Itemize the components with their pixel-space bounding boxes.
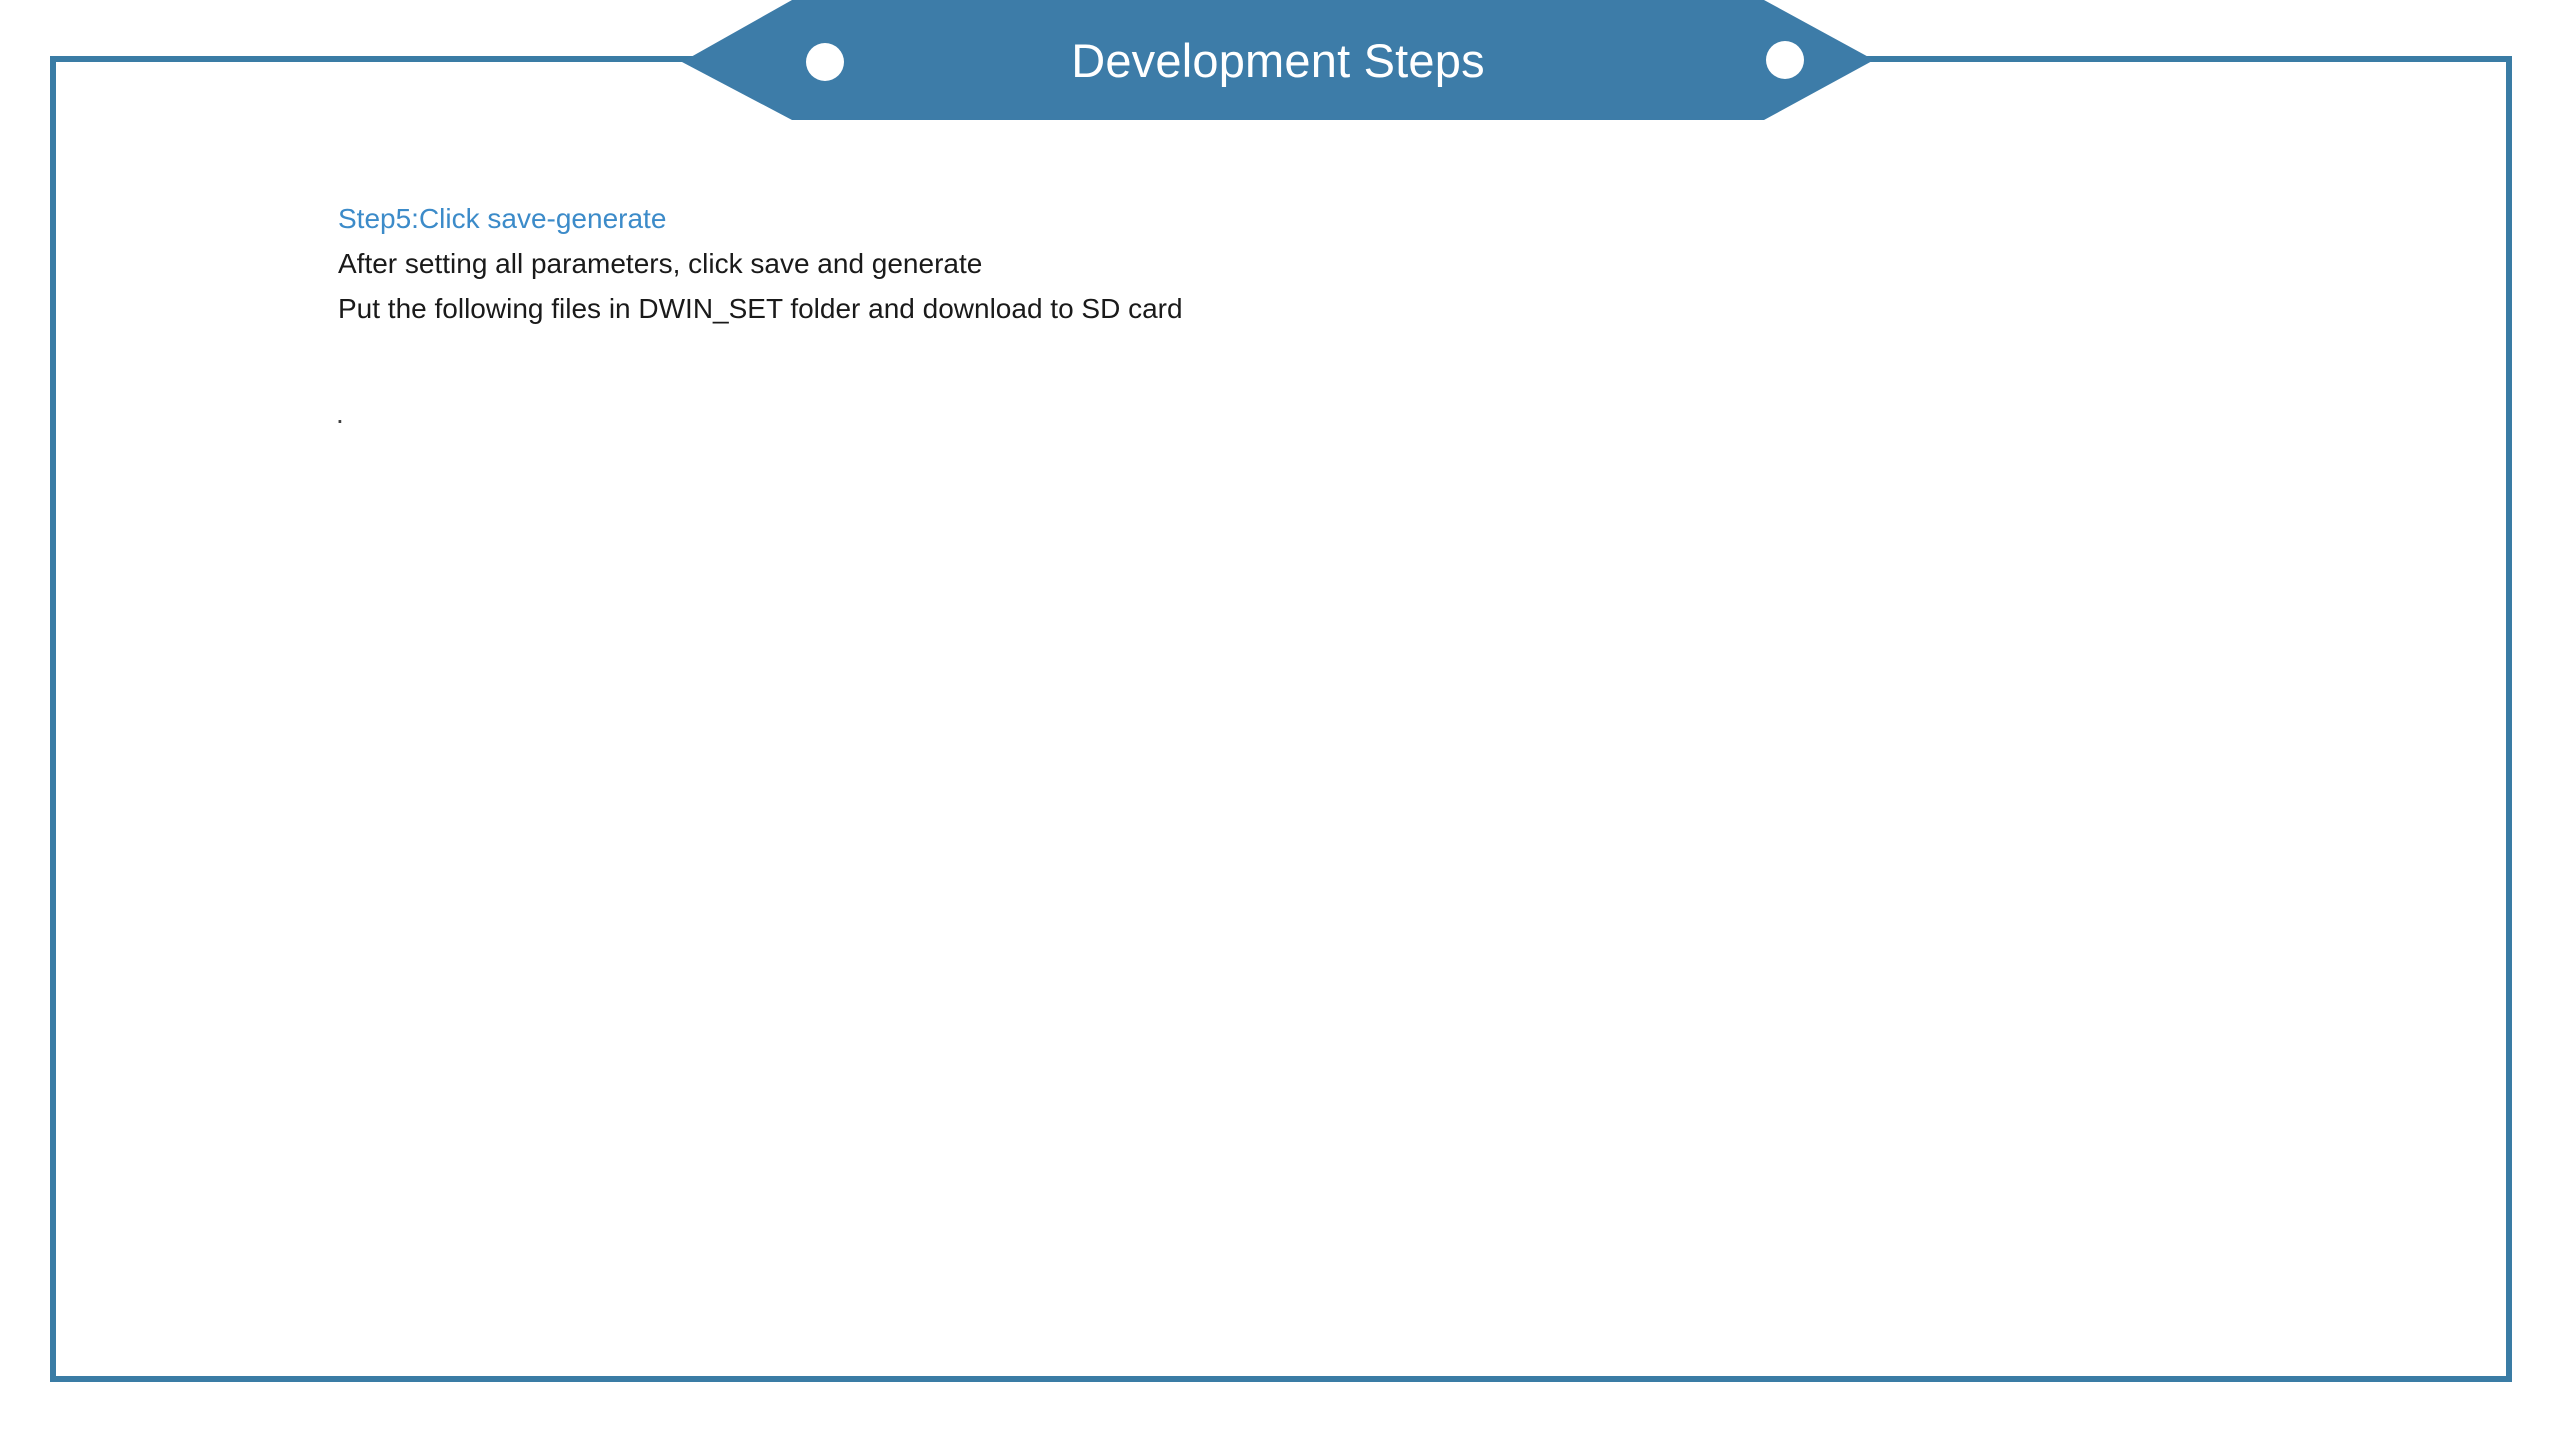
title-banner: Development Steps (682, 0, 1874, 120)
banner-title-text: Development Steps (1071, 33, 1485, 87)
body-line-2: Put the following files in DWIN_SET fold… (338, 293, 1183, 324)
banner-shape-icon (682, 0, 1874, 120)
step-heading: Step5:Click save-generate (338, 203, 667, 234)
body-text-block: Step5:Click save-generate After setting … (338, 196, 2238, 331)
content-frame: Step5:Click save-generate After setting … (50, 56, 2512, 1382)
right-circle-icon (1766, 41, 1804, 79)
left-circle-icon (806, 43, 844, 81)
trailing-dot-mark: . (336, 398, 344, 429)
body-line-1: After setting all parameters, click save… (338, 248, 983, 279)
